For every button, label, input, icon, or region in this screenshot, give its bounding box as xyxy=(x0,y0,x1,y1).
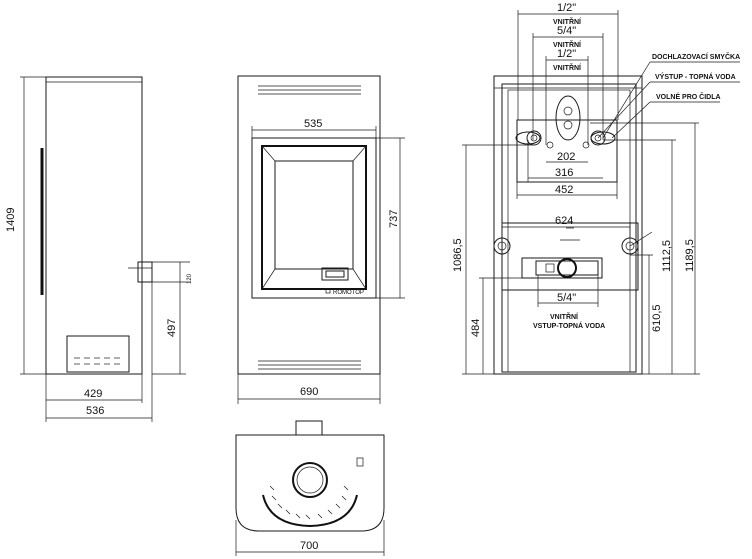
rear-bottom-pipe-label-2: VSTUP-TOPNÁ VODA xyxy=(533,321,605,330)
rear-mid-pipe-label: VNITŘNÍ xyxy=(553,40,582,49)
front-view: ROMOTOP 535 737 690 xyxy=(237,75,405,404)
rear-top-pipe-size: 1/2" xyxy=(557,2,576,14)
rear-mid-pipe-size: 5/4" xyxy=(557,25,576,37)
side-height-label: 1409 xyxy=(5,208,17,232)
rear-dim-624: 624 xyxy=(555,215,573,227)
side-view: 1409 120 497 429 536 xyxy=(5,76,193,422)
side-outlet-height-label: 497 xyxy=(166,319,178,337)
side-depth-total-label: 536 xyxy=(86,405,104,417)
top-view: 700 xyxy=(235,420,385,556)
rear-bottom-pipe-size: 5/4" xyxy=(557,292,576,304)
rear-height-484: 484 xyxy=(470,319,482,337)
front-total-width-label: 690 xyxy=(300,386,318,398)
rear-callout-1: DOCHLAZOVACÍ SMYČKA xyxy=(652,52,740,61)
rear-inner-pipe-label: VNITŘNÍ xyxy=(553,63,582,72)
rear-height-1086: 1086,5 xyxy=(452,238,464,272)
rear-dim-316: 316 xyxy=(555,167,573,179)
rear-height-610: 610,5 xyxy=(651,304,663,332)
side-outlet-offset-label: 120 xyxy=(187,273,193,284)
rear-inner-pipe-size: 1/2" xyxy=(557,48,576,60)
rear-top-pipe-label: VNITŘNÍ xyxy=(553,17,582,26)
rear-bottom-pipe-label-1: VNITŘNÍ xyxy=(550,312,579,321)
side-depth-inner-label: 429 xyxy=(84,388,102,400)
rear-dim-452: 452 xyxy=(555,184,573,196)
rear-callout-3: VOLNÉ PRO ČIDLA xyxy=(656,92,721,101)
rear-height-1189: 1189,5 xyxy=(684,239,696,272)
front-brand-label: ROMOTOP xyxy=(333,290,364,296)
rear-view: 1/2" VNITŘNÍ 5/4" VNITŘNÍ 1/2" VNITŘNÍ 2… xyxy=(452,2,740,375)
rear-callout-2: VÝSTUP - TOPNÁ VODA xyxy=(655,72,736,81)
front-door-width-label: 535 xyxy=(304,118,322,130)
rear-height-1112: 1112,5 xyxy=(661,240,673,272)
front-door-height-label: 737 xyxy=(388,210,400,228)
rear-dim-202: 202 xyxy=(557,151,575,163)
top-width-label: 700 xyxy=(300,540,318,552)
